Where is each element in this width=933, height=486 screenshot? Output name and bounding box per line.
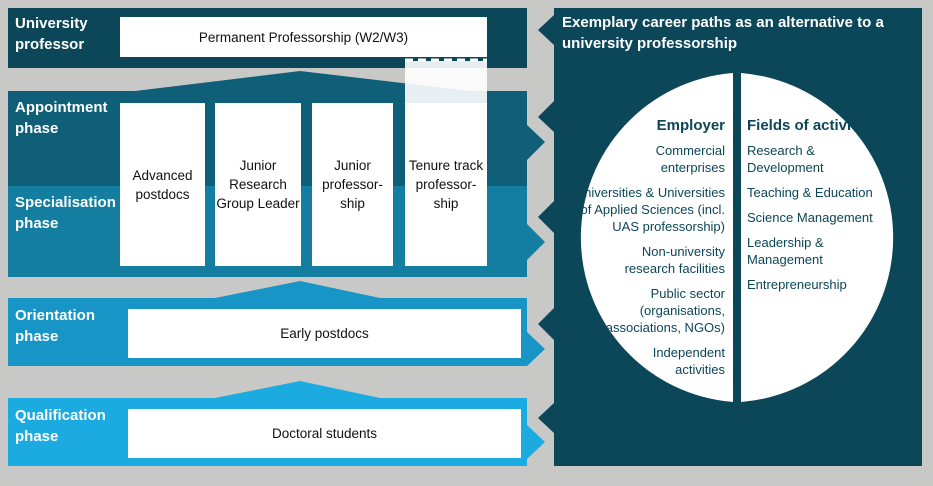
employer-heading: Employer [656,117,725,134]
appointment-phase-label: Appointment phase [15,99,108,137]
employer-item: Non-university research facilities [624,244,725,276]
university-professor-label: University professor [15,15,88,53]
fields-half-circle [741,73,894,402]
specialisation-phase-label: Specialisation phase [15,194,116,232]
field-item: Leadership & Management [747,235,824,267]
employer-half-circle [580,73,733,402]
junior-professorship-box: Junior professor-ship [312,103,393,266]
orientation-phase-label: Orientation phase [15,307,96,345]
advanced-postdocs-box: Advanced postdocs [120,103,205,266]
qualification-phase-label: Qualification phase [15,407,106,445]
field-item: Teaching & Education [747,185,873,200]
orientation-roof [215,281,380,298]
doctoral-students-box: Doctoral students [128,409,521,458]
tenure-track-professorship-box: Tenure track professor-ship [405,103,487,266]
fields-heading: Fields of activity [747,117,865,134]
field-item: Entrepreneurship [747,277,847,292]
permanent-professorship-box: Permanent Professorship (W2/W3) [120,17,487,57]
qualification-roof [215,381,380,398]
employer-item: Universities & Universities of Applied S… [574,185,725,234]
employer-item: Commercial enterprises [655,143,725,175]
appointment-roof [135,71,470,91]
panel-title: Exemplary career paths as an alternative… [562,14,884,52]
early-postdocs-box: Early postdocs [128,309,521,358]
field-item: Science Management [747,210,873,225]
field-item: Research & Development [747,143,824,175]
tenure-track-extension [405,61,487,103]
employer-item: Independent activities [652,345,725,377]
junior-research-group-leader-box: Junior Research Group Leader [215,103,301,266]
fields-column: Fields of activity Research & Developmen… [747,117,907,301]
employer-column: Employer Commercial enterprises Universi… [562,117,725,386]
employer-item: Public sector (organisations, associatio… [605,286,725,335]
